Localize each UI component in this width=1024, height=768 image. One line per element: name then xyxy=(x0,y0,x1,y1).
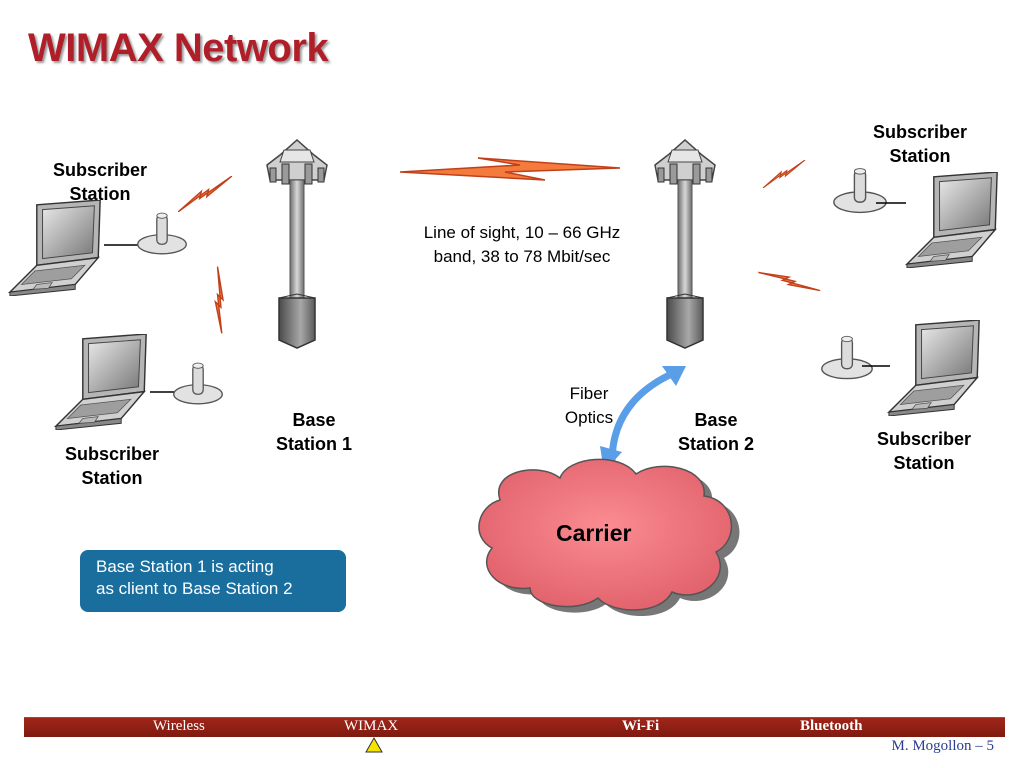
wireless-link-top-right-icon xyxy=(762,160,806,188)
wireless-link-bottom-left-icon xyxy=(189,266,251,334)
base-station-1-tower-icon xyxy=(266,139,328,349)
fiber-optics-label: Fiber Optics xyxy=(564,384,614,427)
laptop-top-left-icon xyxy=(9,200,101,296)
subscriber-station-bottom-left-label: Subscriber Station xyxy=(64,444,160,488)
base-station-1-label: Base Station 1 xyxy=(275,410,352,454)
fiber-optics-arrow-icon xyxy=(608,368,678,463)
subscriber-station-top-left-label: Subscriber Station xyxy=(52,160,148,204)
laptop-top-right-icon xyxy=(906,172,998,268)
line-of-sight-link-icon xyxy=(399,157,621,181)
wireless-link-bottom-right-icon xyxy=(757,248,822,315)
antenna-bottom-right-icon xyxy=(820,335,874,380)
footer-nav-wireless[interactable]: Wireless xyxy=(153,718,205,734)
base-station-note: Base Station 1 is acting as client to Ba… xyxy=(80,550,346,612)
antenna-top-right-icon xyxy=(833,167,887,214)
footer-nav-wimax[interactable]: WIMAX xyxy=(344,718,399,734)
carrier-label: Carrier xyxy=(556,520,632,546)
subscriber-station-bottom-right-label: Subscriber Station xyxy=(876,429,972,473)
antenna-top-left-icon xyxy=(136,212,188,255)
slide-title: WIMAX Network xyxy=(28,26,329,70)
footer-nav-bluetooth[interactable]: Bluetooth xyxy=(800,718,863,734)
carrier-cloud-icon xyxy=(478,458,740,617)
laptop-bottom-left-icon xyxy=(55,334,147,430)
antenna-bottom-left-icon xyxy=(172,362,224,405)
footer-nav-wifi[interactable]: Wi-Fi xyxy=(622,718,660,734)
wireless-link-top-left-icon xyxy=(178,176,232,212)
footer-nav-bar xyxy=(24,717,1005,737)
footer-credit: M. Mogollon – 5 xyxy=(891,738,994,754)
line-of-sight-label: Line of sight, 10 – 66 GHz band, 38 to 7… xyxy=(423,223,621,266)
base-station-2-tower-icon xyxy=(654,139,716,349)
current-section-marker-icon xyxy=(365,736,383,753)
base-station-2-label: Base Station 2 xyxy=(677,410,754,454)
subscriber-station-top-right-label: Subscriber Station xyxy=(872,122,968,166)
laptop-bottom-right-icon xyxy=(888,320,980,416)
